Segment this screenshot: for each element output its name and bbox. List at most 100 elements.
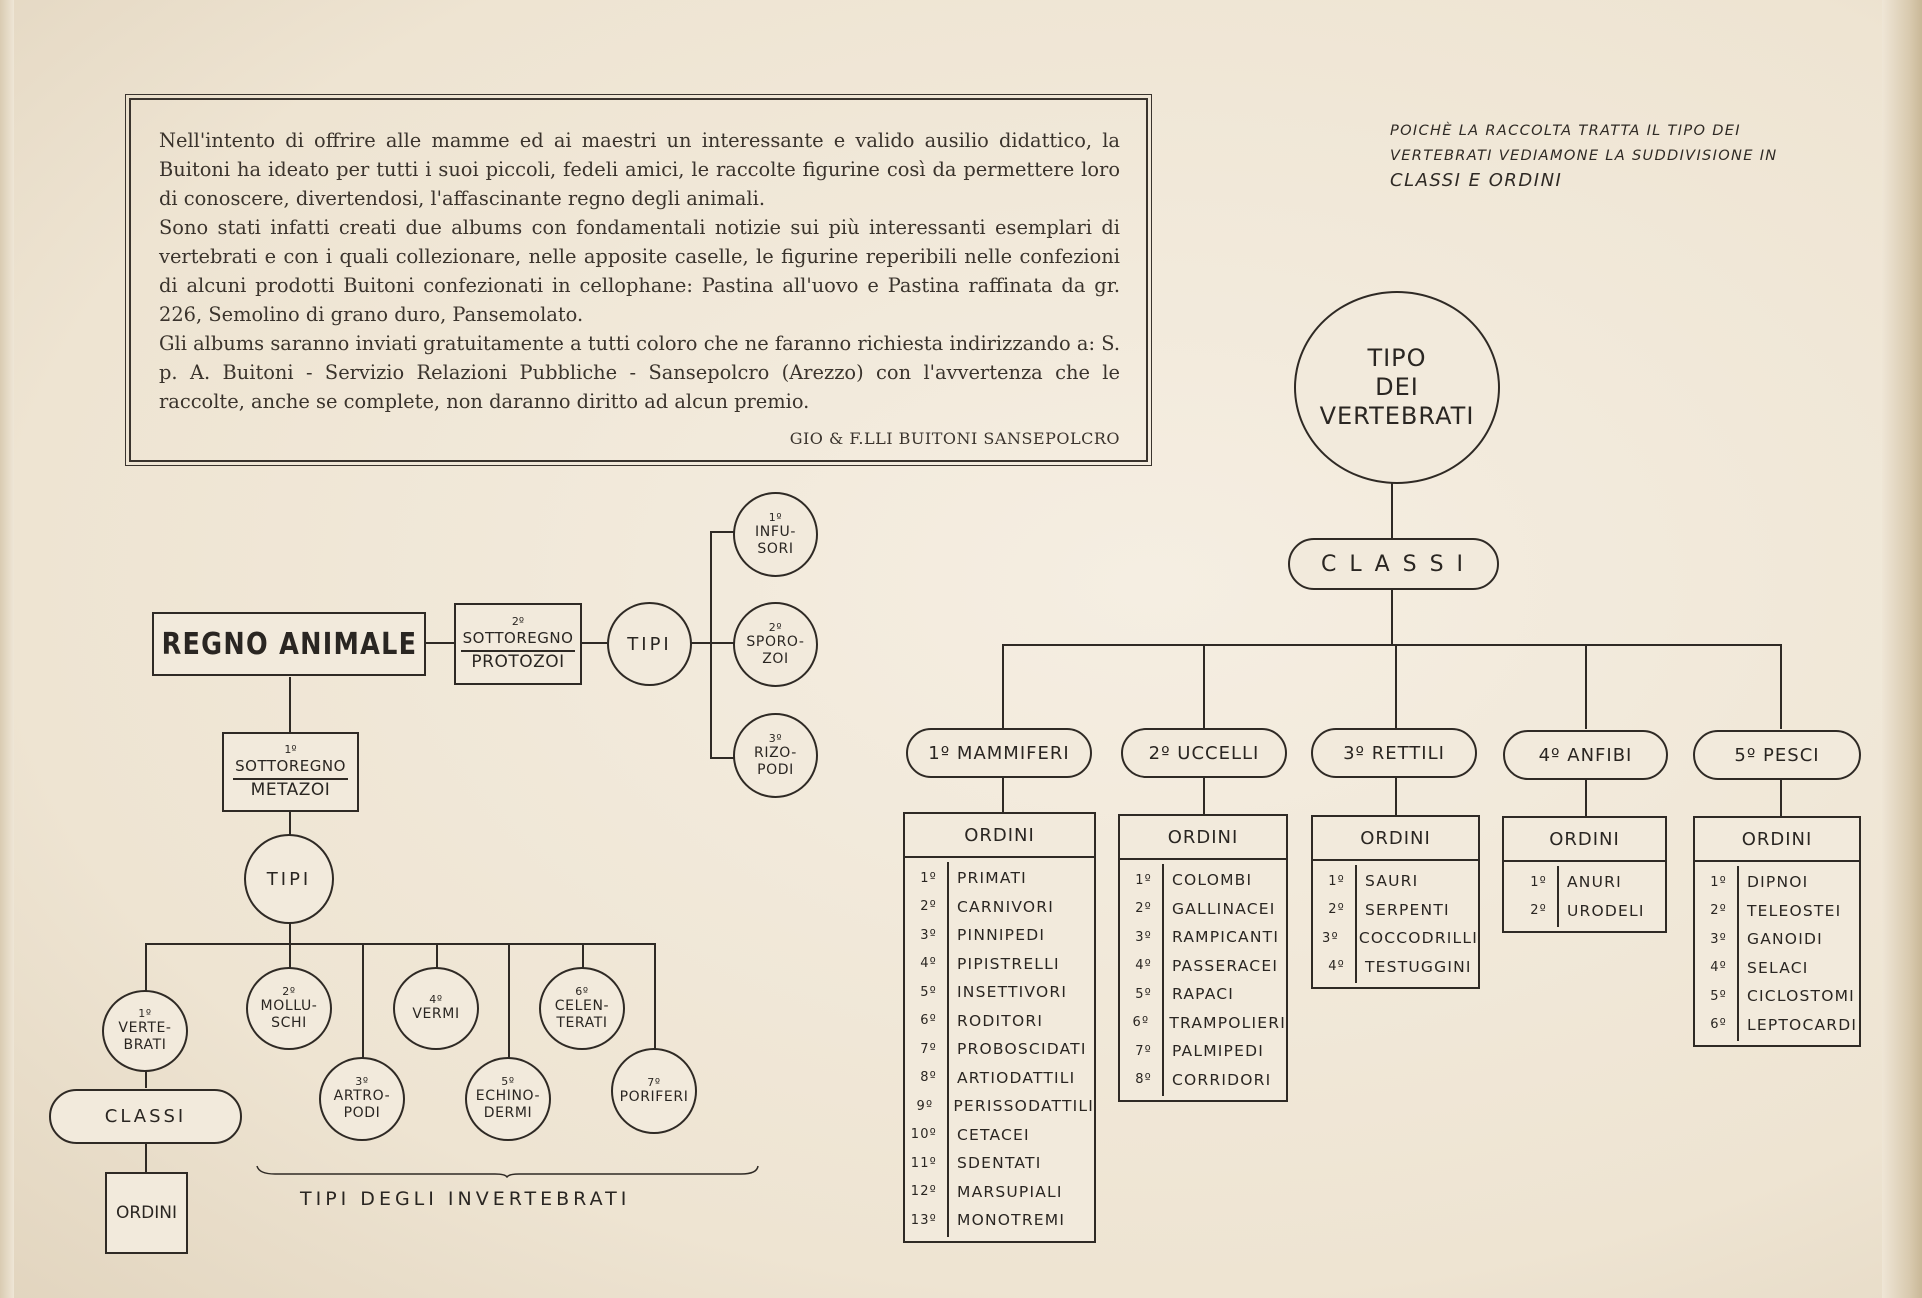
tipi-label: TIPI: [266, 868, 312, 890]
tipi-metazoi-circle: TIPI: [244, 834, 334, 924]
type-label: ZOI: [762, 650, 789, 667]
list-item: 2º GALLINACEI: [1120, 895, 1286, 924]
intro-signature: GIO & F.LLI BUITONI SANSEPOLCRO: [789, 429, 1120, 448]
order-number: 5º: [1135, 986, 1152, 1002]
connector: [145, 1070, 147, 1088]
tipi-protozoi-circle: TIPI: [607, 602, 692, 686]
metazoi-type-6: 6º CELEN- TERATI: [539, 967, 625, 1050]
order-number: 3º: [1322, 930, 1339, 946]
order-name: GALLINACEI: [1172, 899, 1276, 918]
metazoi-sottoregno: SOTTOREGNO: [233, 756, 348, 780]
tipo-line-3: VERTEBRATI: [1319, 402, 1475, 430]
class-uccelli: 2º UCCELLI: [1121, 728, 1287, 778]
connector: [289, 943, 291, 968]
note-line-2: VERTEBRATI VEDIAMONE LA SUDDIVISIONE IN: [1390, 147, 1778, 164]
order-name: GANOIDI: [1747, 930, 1823, 949]
tipo-vertebrati-circle: TIPO DEI VERTEBRATI: [1294, 291, 1500, 484]
type-label: TERATI: [556, 1014, 608, 1031]
classification-note: POICHÈ LA RACCOLTA TRATTA IL TIPO DEI VE…: [1390, 118, 1800, 193]
protozoi-sottoregno: SOTTOREGNO: [460, 628, 576, 652]
type-label: PODI: [343, 1105, 381, 1121]
connector: [1002, 777, 1004, 813]
connector: [436, 943, 438, 968]
metazoi-name: METAZOI: [250, 780, 331, 800]
intro-paragraph-2: Sono stati infatti creati due albums con…: [159, 216, 1120, 326]
type-label: CELEN-: [554, 997, 610, 1014]
order-name: INSETTIVORI: [957, 983, 1068, 1002]
connector: [1395, 777, 1397, 816]
order-name: PASSERACEI: [1172, 956, 1279, 975]
type-label: BRATI: [123, 1037, 167, 1053]
ordini-box-left: ORDINI: [105, 1172, 188, 1254]
order-number: 7º: [1135, 1043, 1152, 1059]
intro-paragraph-1: Nell'intento di offrire alle mamme ed ai…: [159, 129, 1120, 210]
type-label: SORI: [757, 540, 794, 557]
order-number: 1º: [1135, 872, 1152, 888]
connector: [710, 757, 734, 759]
order-name: SERPENTI: [1365, 900, 1450, 919]
intro-paragraph-3: Gli albums saranno inviati gratuitamente…: [159, 332, 1120, 413]
class-mammiferi: 1º MAMMIFERI: [906, 728, 1092, 778]
connector: [582, 943, 584, 968]
type-number: 1º: [138, 1007, 152, 1020]
order-number: 2º: [1135, 901, 1152, 917]
metazoi-type-7: 7º PORIFERI: [611, 1048, 697, 1134]
note-line-3: CLASSI E ORDINI: [1390, 170, 1563, 191]
order-name: RODITORI: [957, 1011, 1044, 1030]
class-label: 4º ANFIBI: [1538, 744, 1633, 766]
order-name: COLOMBI: [1172, 871, 1253, 890]
connector: [289, 811, 291, 835]
type-label: RIZO-: [754, 744, 797, 761]
order-name: ARTIODATTILI: [957, 1068, 1076, 1087]
order-name: CARNIVORI: [957, 897, 1055, 916]
order-number: 12º: [910, 1184, 937, 1200]
type-number: 5º: [501, 1075, 515, 1088]
protozoi-number: 2º: [511, 615, 525, 628]
order-name: ANURI: [1567, 873, 1622, 892]
connector: [1391, 483, 1393, 539]
list-item: 1º COLOMBI: [1120, 866, 1286, 895]
connector: [425, 642, 455, 644]
order-number: 8º: [920, 1070, 937, 1086]
connector: [1585, 644, 1587, 729]
order-number: 13º: [910, 1212, 937, 1228]
connector: [1395, 644, 1397, 729]
protozoi-box: 2º SOTTOREGNO PROTOZOI: [454, 603, 582, 685]
protozoi-type-3: 3º RIZO- PODI: [733, 713, 818, 798]
orders-divider: [947, 862, 949, 1237]
class-rettili: 3º RETTILI: [1311, 728, 1477, 778]
order-name: TELEOSTEI: [1747, 901, 1842, 920]
connector: [508, 943, 510, 1058]
order-number: 7º: [920, 1041, 937, 1057]
type-label: VERMI: [412, 1006, 460, 1022]
order-number: 4º: [920, 956, 937, 972]
order-name: TRAMPOLIERI: [1169, 1013, 1286, 1032]
order-name: TESTUGGINI: [1365, 957, 1472, 976]
connector: [145, 943, 655, 945]
order-name: DIPNOI: [1747, 873, 1809, 892]
connector: [691, 642, 711, 644]
order-number: 6º: [1710, 1017, 1727, 1033]
type-number: 2º: [282, 984, 296, 998]
type-number: 3º: [768, 731, 783, 745]
intro-text-box: Nell'intento di offrire alle mamme ed ai…: [125, 94, 1152, 466]
type-label: ECHINO-: [475, 1088, 541, 1104]
